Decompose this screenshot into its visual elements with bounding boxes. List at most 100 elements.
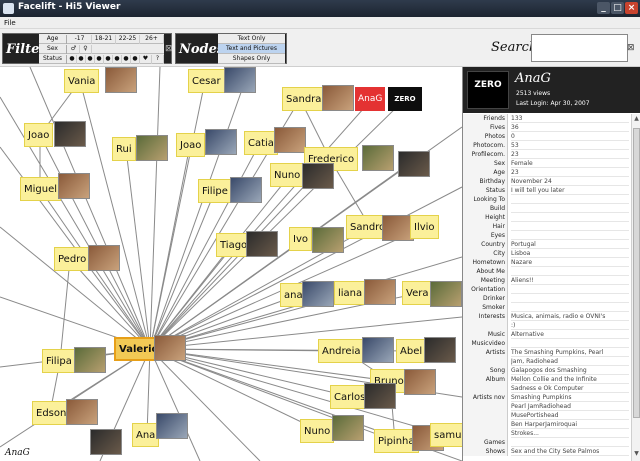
graph-node[interactable]: Rui	[112, 137, 136, 161]
graph-node[interactable]: Ivo	[289, 227, 312, 251]
graph-node[interactable]: Catia	[244, 131, 278, 155]
profile-field-row: Jam, Radiohead	[463, 357, 631, 366]
graph-node[interactable]: Andreia	[318, 339, 365, 363]
profile-field-row: Ben HarperJamiroquai	[463, 420, 631, 429]
graph-node[interactable]: liana	[334, 281, 367, 305]
status-group-icon[interactable]: ●	[113, 55, 122, 64]
graph-node-selected[interactable]: AnaG	[355, 87, 386, 111]
status-heart-icon[interactable]: ♥	[140, 55, 152, 64]
graph-node[interactable]: samu	[430, 423, 462, 447]
graph-node[interactable]: Edson	[32, 401, 71, 425]
status-single-icon[interactable]: ●	[77, 55, 86, 64]
nodes-shapes-only-option[interactable]: Shapes Only	[218, 54, 285, 64]
graph-node[interactable]: Pedro	[54, 247, 91, 271]
graph-edge	[125, 148, 151, 350]
graph-node[interactable]: Joao	[176, 133, 206, 157]
graph-node[interactable]: Sandra	[282, 87, 326, 111]
profile-scrollbar[interactable]: ▲ ▼	[631, 114, 640, 461]
status-couple-icon[interactable]: ●	[104, 55, 113, 64]
status-group-icon[interactable]: ●	[131, 55, 140, 64]
profile-field-key: Eyes	[463, 231, 508, 240]
title-bar: Facelift - Hi5 Viewer _ □ ×	[0, 0, 640, 17]
status-couple-icon[interactable]: ●	[86, 55, 95, 64]
graph-node[interactable]: Ana	[132, 423, 160, 447]
graph-node[interactable]: Miguel	[20, 177, 62, 201]
profile-field-key	[463, 402, 508, 411]
graph-node[interactable]: Filipe	[198, 179, 232, 203]
nodes-mode-panel: Nodes Text Only Text and Pictures Shapes…	[175, 33, 287, 64]
node-photo	[136, 135, 168, 161]
node-photo	[224, 67, 256, 93]
graph-edge	[79, 80, 151, 350]
graph-node[interactable]: Vera	[402, 281, 433, 305]
graph-edge	[149, 316, 462, 350]
graph-node[interactable]: Abel	[396, 339, 427, 363]
profile-field-row: Pearl JamRadiohead	[463, 402, 631, 411]
female-icon[interactable]: ♀	[80, 45, 92, 54]
graph-node[interactable]: Joao	[24, 123, 54, 147]
profile-field-value	[511, 285, 629, 294]
graph-canvas[interactable]: Vania Cesar Sandra AnaG ZERO Joao Rui Jo…	[0, 67, 462, 461]
toolbar: Filter Age -17 18-21 22-25 26+ Sex ♂ ♀ S…	[0, 29, 640, 67]
filter-age-option[interactable]: 26+	[140, 35, 164, 44]
status-couple-icon[interactable]: ●	[95, 55, 104, 64]
profile-field-row: Orientation	[463, 285, 631, 294]
graph-edge	[149, 348, 261, 461]
minimize-button[interactable]: _	[597, 2, 610, 14]
male-icon[interactable]: ♂	[68, 45, 80, 54]
menu-file[interactable]: File	[4, 19, 16, 27]
close-button[interactable]: ×	[625, 2, 638, 14]
profile-field-value: Ben HarperJamiroquai	[511, 420, 629, 429]
profile-field-value: Nazare	[511, 258, 629, 267]
node-photo	[230, 177, 262, 203]
node-photo	[302, 163, 334, 189]
graph-node[interactable]: Cesar	[188, 69, 225, 93]
profile-views: 2513 views	[516, 90, 551, 97]
graph-edge	[0, 348, 151, 448]
graph-node[interactable]: Vania	[64, 69, 100, 93]
graph-node[interactable]: Bruno	[370, 369, 408, 393]
node-photo	[362, 337, 394, 363]
graph-node[interactable]: Nuno	[300, 419, 335, 443]
graph-edge	[149, 98, 406, 350]
profile-field-key: Album	[463, 375, 508, 384]
graph-node[interactable]: Ilvio	[410, 215, 439, 239]
scroll-up-icon[interactable]: ▲	[634, 115, 639, 122]
filter-age-row: Age -17 18-21 22-25 26+	[39, 34, 164, 44]
profile-header: ZERO AnaG 2513 views Last Login: Apr 30,…	[463, 67, 640, 113]
search-input[interactable]	[531, 34, 628, 62]
graph-node[interactable]: Filipa	[42, 349, 76, 373]
filter-age-option[interactable]: 22-25	[116, 35, 140, 44]
profile-field-key: Music	[463, 330, 508, 339]
search-clear-icon[interactable]: ⊠	[627, 43, 635, 53]
profile-field-key: Interests	[463, 312, 508, 321]
graph-node[interactable]: Nuno	[270, 163, 305, 187]
profile-field-row: Drinker	[463, 294, 631, 303]
status-group-icon[interactable]: ●	[122, 55, 131, 64]
graph-edge	[39, 134, 151, 350]
profile-field-key: Photos	[463, 132, 508, 141]
profile-field-key: Age	[463, 168, 508, 177]
profile-field-row: :)	[463, 321, 631, 330]
nodes-text-pictures-option[interactable]: Text and Pictures	[218, 44, 285, 54]
nodes-text-only-option[interactable]: Text Only	[218, 34, 285, 44]
filter-age-option[interactable]: 18-21	[92, 35, 116, 44]
profile-field-value: Mellon Collie and the Infinite	[511, 375, 629, 384]
scroll-thumb[interactable]	[633, 128, 640, 418]
profile-field-key: Song	[463, 366, 508, 375]
profile-field-key: Country	[463, 240, 508, 249]
graph-node[interactable]: Carlos	[330, 385, 370, 409]
status-single-icon[interactable]: ●	[68, 55, 77, 64]
graph-node[interactable]: Tiago	[216, 233, 252, 257]
scroll-down-icon[interactable]: ▼	[634, 450, 639, 457]
filter-close-icon[interactable]: ⊠	[165, 44, 173, 54]
profile-field-key: Musicvideo	[463, 339, 508, 348]
profile-field-row: Looking To	[463, 195, 631, 204]
profile-field-value: Pearl JamRadiohead	[511, 402, 629, 411]
filter-age-option[interactable]: -17	[68, 35, 92, 44]
status-question-icon[interactable]: ?	[152, 55, 164, 64]
node-photo	[302, 281, 334, 307]
profile-last-login: Last Login: Apr 30, 2007	[516, 100, 590, 107]
maximize-button[interactable]: □	[611, 2, 624, 14]
